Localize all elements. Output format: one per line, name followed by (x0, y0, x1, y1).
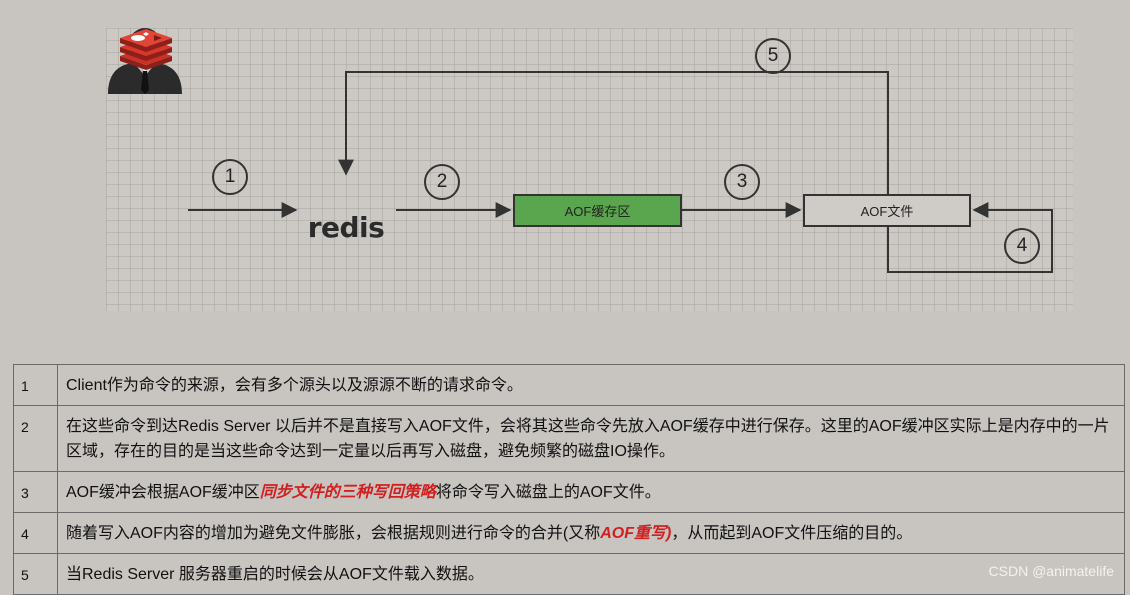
aof-flow-diagram: redis AOF缓存区 AOF文件 1 2 3 4 5 (106, 28, 1073, 311)
step-circle-1: 1 (212, 159, 248, 195)
table-row: 4 随着写入AOF内容的增加为避免文件膨胀，会根据规则进行命令的合并(又称AOF… (13, 512, 1125, 554)
step-description: 在这些命令到达Redis Server 以后并不是直接写入AOF文件，会将其这些… (57, 405, 1125, 472)
connector-lines (188, 71, 1053, 273)
step-number: 1 (13, 364, 58, 406)
table-row: 2 在这些命令到达Redis Server 以后并不是直接写入AOF文件，会将其… (13, 405, 1125, 472)
aof-buffer-box: AOF缓存区 (513, 194, 682, 227)
watermark: CSDN @animatelife (988, 563, 1114, 579)
arrow-rewrite-loop (887, 202, 1053, 273)
aof-file-box: AOF文件 (803, 194, 971, 227)
write-back-strategy-highlight: 同步文件的三种写回策略 (259, 484, 436, 501)
step-description: 当Redis Server 服务器重启的时候会从AOF文件载入数据。 (57, 553, 1125, 595)
step-description: Client作为命令的来源，会有多个源头以及源源不断的请求命令。 (57, 364, 1125, 406)
table-row: 5 当Redis Server 服务器重启的时候会从AOF文件载入数据。 (13, 553, 1125, 595)
step-circle-2: 2 (424, 164, 460, 200)
step-number: 2 (13, 405, 58, 472)
table-row: 1 Client作为命令的来源，会有多个源头以及源源不断的请求命令。 (13, 364, 1125, 406)
step-text-after: 将命令写入磁盘上的AOF文件。 (435, 484, 661, 501)
step-circle-3: 3 (724, 164, 760, 200)
step-text-before: AOF缓冲会根据AOF缓冲区 (66, 484, 260, 501)
step-description: AOF缓冲会根据AOF缓冲区同步文件的三种写回策略将命令写入磁盘上的AOF文件。 (57, 471, 1125, 513)
redis-logo-icon (120, 29, 172, 70)
step-number: 5 (13, 553, 58, 595)
table-row: 3 AOF缓冲会根据AOF缓冲区同步文件的三种写回策略将命令写入磁盘上的AOF文… (13, 471, 1125, 513)
step-description: 随着写入AOF内容的增加为避免文件膨胀，会根据规则进行命令的合并(又称AOF重写… (57, 512, 1125, 554)
aof-rewrite-highlight: AOF重写) (600, 525, 672, 542)
step-number: 3 (13, 471, 58, 513)
step-text-after: ，从而起到AOF文件压缩的目的。 (671, 525, 913, 542)
arrow-reload-to-redis (338, 71, 889, 194)
step-number: 4 (13, 512, 58, 554)
step-circle-4: 4 (1004, 228, 1040, 264)
redis-logo-text: redis (307, 211, 385, 244)
steps-table: 1 Client作为命令的来源，会有多个源头以及源源不断的请求命令。 2 在这些… (13, 364, 1125, 595)
step-circle-5: 5 (755, 38, 791, 74)
step-text-before: 随着写入AOF内容的增加为避免文件膨胀，会根据规则进行命令的合并(又称 (66, 525, 601, 542)
